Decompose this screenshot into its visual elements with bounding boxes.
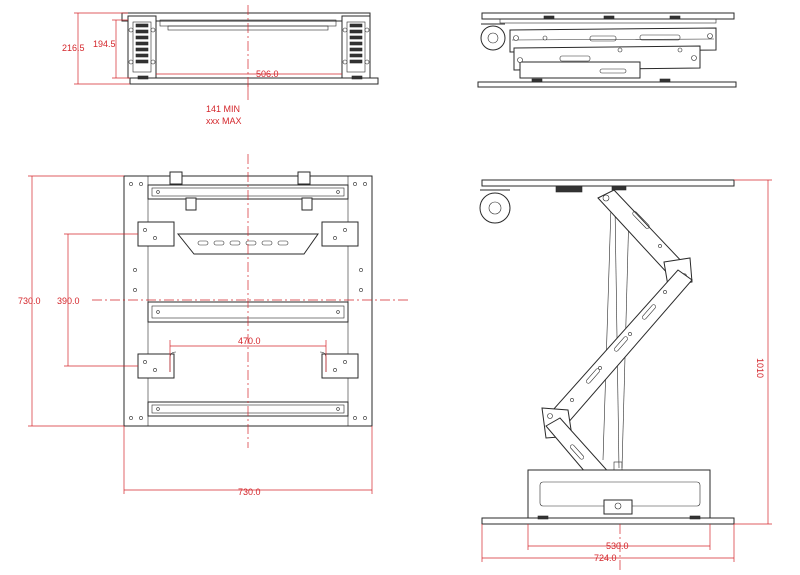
right-slot-stack <box>349 23 363 64</box>
mount-plate-ul <box>137 221 175 247</box>
dim-stroke-max: xxx MAX <box>206 116 242 126</box>
dim-base-width: 530.0 <box>606 541 629 551</box>
dim-mount-spacing-v: 390.0 <box>57 296 80 306</box>
middle-arm-slots <box>570 290 667 402</box>
side-view-extended: 1010 530.0 724.0 <box>479 179 772 570</box>
frame-holes <box>129 182 367 420</box>
left-slot-stack <box>135 23 149 64</box>
front-view: 216.5 194.5 506.0 141 MIN xxx MAX <box>62 5 379 126</box>
dim-extended-height: 1010 <box>755 358 765 378</box>
slot-row <box>197 240 289 246</box>
dim-overall-width: 730.0 <box>238 487 261 497</box>
dim-height-outer: 216.5 <box>62 43 85 53</box>
dim-plate-width: 724.0 <box>594 553 617 563</box>
mount-plate-ur <box>321 221 359 247</box>
side-view-collapsed <box>477 12 737 88</box>
mount-plate-ll <box>137 353 175 379</box>
dim-mount-spacing-h: 470.0 <box>238 336 261 346</box>
wheel-extended <box>479 192 511 224</box>
dim-overall-height: 730.0 <box>18 296 41 306</box>
wheel-collapsed <box>480 25 506 51</box>
dim-rail-width: 506.0 <box>256 69 279 79</box>
top-view: 730.0 390.0 470.0 730.0 <box>18 154 410 497</box>
mount-plate-lr <box>321 353 359 379</box>
dim-stroke-min: 141 MIN <box>206 104 240 114</box>
dim-height-inner: 194.5 <box>93 39 116 49</box>
